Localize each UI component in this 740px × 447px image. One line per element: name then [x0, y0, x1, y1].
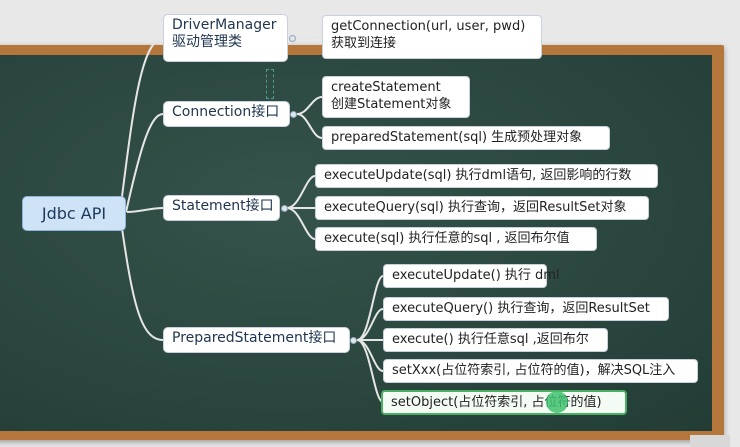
collapse-toggle-icon[interactable] [281, 205, 288, 212]
link-prepared-child-1 [356, 275, 384, 341]
leaf-setxxx[interactable]: setXxx(占位符索引, 占位符的值)，解决SQL注入 [383, 359, 698, 383]
root-node[interactable]: Jdbc API [22, 196, 126, 231]
link-root-statement [126, 207, 164, 213]
branch-statement[interactable]: Statement接口 [163, 195, 280, 221]
collapse-toggle-icon[interactable] [289, 35, 296, 42]
leaf-label: execute() 执行任意sql ,返回布尔 [392, 332, 589, 347]
leaf-label: setXxx(占位符索引, 占位符的值)，解决SQL注入 [392, 363, 676, 378]
leaf-label: executeQuery() 执行查询，返回ResultSet [392, 301, 650, 316]
leaf-label: preparedStatement(sql) 生成预处理对象 [331, 130, 583, 145]
link-connection-child-2 [296, 113, 323, 139]
branch-sublabel: 驱动管理类 [172, 34, 242, 50]
root-label: Jdbc API [41, 204, 107, 223]
leaf-label: createStatement [331, 80, 441, 95]
leaf-executequery[interactable]: executeQuery() 执行查询，返回ResultSet [383, 297, 669, 321]
leaf-sublabel: 获取到连接 [331, 36, 397, 51]
leaf-setobject[interactable]: setObject(占位符索引, 占位符的值) [381, 390, 627, 415]
branch-connection[interactable]: Connection接口 [163, 101, 290, 127]
pointer-highlight-icon [546, 391, 568, 413]
link-statement-child-3 [286, 207, 316, 240]
link-root-prepared [119, 213, 164, 341]
leaf-executeupdate[interactable]: executeUpdate() 执行 dml [383, 264, 560, 288]
leaf-label: executeQuery(sql) 执行查询，返回ResultSet对象 [324, 200, 627, 215]
link-connection-child-1 [296, 96, 323, 115]
branch-label: PreparedStatement接口 [172, 330, 337, 346]
collapse-toggle-icon[interactable] [290, 111, 297, 118]
branch-label: Statement接口 [172, 198, 274, 214]
branch-drivermanager[interactable]: DriverManager 驱动管理类 [163, 14, 288, 62]
leaf-sublabel: 创建Statement对象 [331, 97, 452, 112]
branch-label: DriverManager [172, 17, 277, 33]
leaf-executequery-sql[interactable]: executeQuery(sql) 执行查询，返回ResultSet对象 [315, 196, 649, 220]
leaf-execute-sql[interactable]: execute(sql) 执行任意的sql , 返回布尔值 [315, 227, 597, 251]
leaf-preparedstatement[interactable]: preparedStatement(sql) 生成预处理对象 [322, 126, 610, 150]
leaf-executeupdate-sql[interactable]: executeUpdate(sql) 执行dml语句, 返回影响的行数 [315, 164, 658, 188]
link-drivermanager-child [295, 36, 323, 39]
leaf-execute[interactable]: execute() 执行任意sql ,返回布尔 [383, 328, 608, 352]
leaf-label: setObject(占位符索引, 占位符的值) [391, 395, 602, 410]
leaf-getconnection[interactable]: getConnection(url, user, pwd) 获取到连接 [322, 15, 542, 59]
corner-mark [690, 435, 730, 447]
branch-preparedstatement[interactable]: PreparedStatement接口 [163, 327, 350, 353]
link-root-drivermanager [119, 37, 164, 213]
leaf-createstatement[interactable]: createStatement 创建Statement对象 [322, 76, 470, 118]
leaf-label: execute(sql) 执行任意的sql , 返回布尔值 [324, 231, 570, 246]
leaf-label: executeUpdate() 执行 dml [392, 268, 560, 283]
link-statement-child-1 [286, 175, 316, 209]
collapse-toggle-icon[interactable] [350, 337, 357, 344]
link-prepared-child-5 [356, 339, 384, 403]
leaf-label: getConnection(url, user, pwd) [331, 19, 526, 34]
branch-label: Connection接口 [172, 104, 280, 120]
drag-placeholder [266, 69, 274, 99]
link-root-connection [125, 113, 164, 213]
leaf-label: executeUpdate(sql) 执行dml语句, 返回影响的行数 [324, 168, 632, 183]
